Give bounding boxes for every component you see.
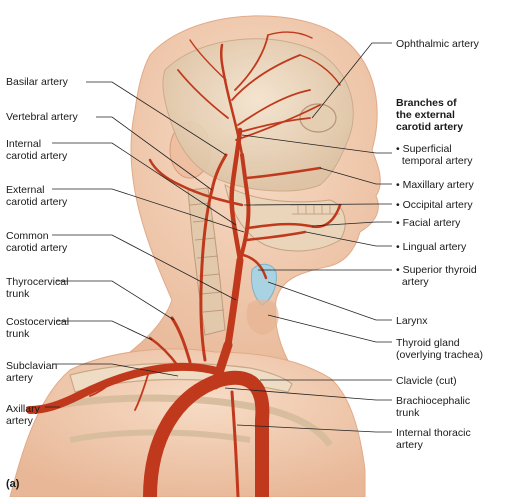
heading-external-carotid-branches: Branches of the external carotid artery [396,97,464,133]
label-superficial-temporal-artery: • Superficial temporal artery [396,143,473,167]
clavicle [69,362,293,393]
label-axillary-artery: Axillary artery [6,403,40,427]
superior-thyroid-artery [241,253,268,280]
external-carotid-artery [238,153,251,262]
label-lingual-artery: • Lingual artery [396,241,467,253]
superficial-temporal-artery [219,43,244,157]
thyroid-cartilage [251,263,277,306]
label-thyrocervical-trunk: Thyrocervical trunk [6,276,69,300]
brachiocephalic-trunk [210,340,233,390]
label-costocervical-trunk: Costocervical trunk [6,316,70,340]
label-vertebral-artery: Vertebral artery [6,111,78,123]
lingual-artery [244,230,307,242]
label-brachiocephalic-trunk: Brachiocephalic trunk [396,395,471,419]
label-external-carotid-artery: External carotid artery [6,184,68,208]
label-subclavian-artery: Subclavian artery [6,360,58,384]
rib [59,394,333,448]
ophthalmic-artery [239,117,311,133]
label-ophthalmic-artery: Ophthalmic artery [396,38,479,50]
basilar-artery [210,153,228,192]
label-facial-artery: • Facial artery [396,217,461,229]
label-common-carotid-artery: Common carotid artery [6,230,68,254]
label-internal-thoracic-artery: Internal thoracic artery [396,427,471,451]
thyrocervical-trunk [170,316,192,364]
label-larynx: Larynx [396,315,428,327]
mandible [224,183,346,252]
arteries [26,31,342,497]
costocervical-trunk [148,336,180,368]
label-maxillary-artery: • Maxillary artery [396,179,474,191]
label-thyroid-gland: Thyroid gland (overlying trachea) [396,337,483,361]
occipital-artery [148,158,244,207]
subclavian-artery [26,362,224,414]
common-carotid-artery [224,256,244,349]
label-occipital-artery: • Occipital artery [396,199,473,211]
thyroid-gland [246,299,279,335]
internal-thoracic-artery [230,390,240,497]
label-superior-thyroid-artery: • Superior thyroid artery [396,264,477,288]
panel-label: (a) [6,478,20,490]
maxillary-artery [244,166,322,180]
label-clavicle: Clavicle (cut) [396,375,457,387]
vertebral-artery [199,188,214,362]
facial-artery [246,203,342,230]
teeth [290,204,342,215]
skull [162,38,354,192]
leader-lines [45,42,392,433]
label-internal-carotid-artery: Internal carotid artery [6,138,68,162]
label-basilar-artery: Basilar artery [6,76,68,88]
internal-carotid-artery [229,127,243,263]
